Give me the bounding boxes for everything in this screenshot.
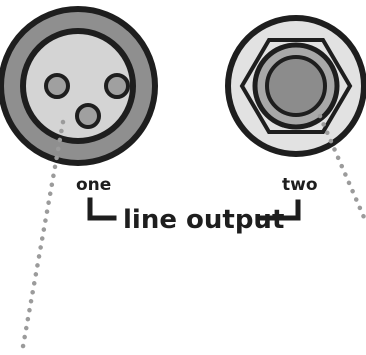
leader-line-one xyxy=(19,119,66,355)
bracket-left xyxy=(87,197,117,221)
xlr-connector xyxy=(0,6,158,166)
group-label: line output xyxy=(123,205,284,235)
connector-label-one: one xyxy=(76,175,111,195)
leader-line-two xyxy=(317,113,366,225)
jack-hole xyxy=(265,55,327,117)
connector-label-two: two xyxy=(282,175,318,195)
bracket-right xyxy=(259,199,301,221)
jack-connector xyxy=(225,15,366,157)
xlr-pin-bottom xyxy=(75,103,101,129)
xlr-pin-left xyxy=(44,73,70,99)
xlr-pin-right xyxy=(104,73,130,99)
xlr-inner-ring xyxy=(20,28,136,144)
